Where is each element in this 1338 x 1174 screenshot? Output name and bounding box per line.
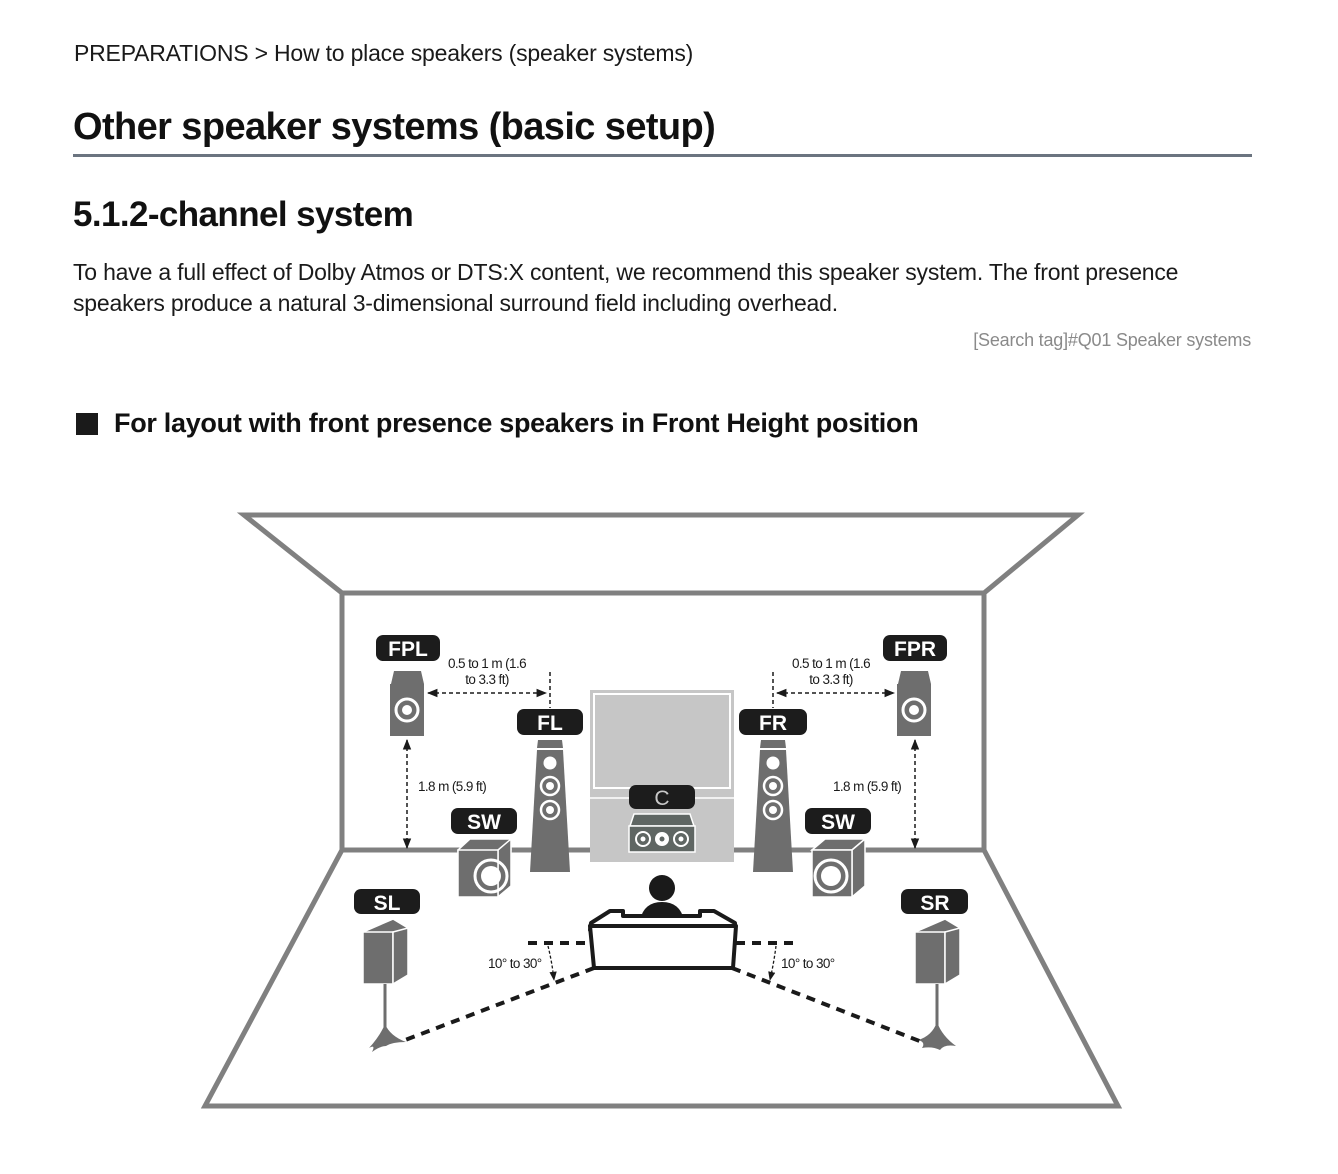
label-c: C xyxy=(629,785,695,810)
sw-left-subwoofer-icon xyxy=(457,837,512,899)
sw-right-subwoofer-icon xyxy=(809,837,868,899)
label-c-text: C xyxy=(654,787,669,810)
label-fl-text: FL xyxy=(537,712,563,735)
speaker-labels: FPL FPR FL FR C SW SW SL xyxy=(354,635,968,915)
subsection-heading: For layout with front presence speakers … xyxy=(76,408,919,439)
search-tag-link[interactable]: [Search tag]#Q01 Speaker systems xyxy=(973,330,1251,350)
label-fr-text: FR xyxy=(759,712,787,735)
label-fpr: FPR xyxy=(883,635,947,661)
label-sr: SR xyxy=(901,889,968,915)
label-sl: SL xyxy=(354,889,420,915)
section-title: 5.1.2-channel system xyxy=(73,195,414,234)
fpr-speaker-icon xyxy=(897,671,931,736)
breadcrumb: PREPARATIONS > How to place speakers (sp… xyxy=(74,40,694,66)
center-speaker-icon xyxy=(628,813,696,853)
fr-tower-speaker-icon xyxy=(753,740,793,872)
label-sr-text: SR xyxy=(920,892,949,915)
description-paragraph: To have a full effect of Dolby Atmos or … xyxy=(73,259,1179,316)
square-bullet-icon xyxy=(76,412,98,435)
label-sw-right-text: SW xyxy=(821,811,855,834)
sl-surround-speaker-icon xyxy=(361,918,410,1052)
height-left-label: 1.8 m (5.9 ft) xyxy=(418,779,486,794)
label-sw-left-text: SW xyxy=(467,811,501,834)
sofa-icon xyxy=(588,909,738,970)
subsection-title: For layout with front presence speakers … xyxy=(114,408,919,438)
label-fpr-text: FPR xyxy=(894,638,936,661)
fl-tower-speaker-icon xyxy=(530,740,570,872)
label-fr: FR xyxy=(739,709,807,735)
fp-distance-right-line2: to 3.3 ft) xyxy=(809,672,853,687)
height-right-label: 1.8 m (5.9 ft) xyxy=(833,779,901,794)
angle-left-label: 10° to 30° xyxy=(488,956,542,971)
label-fpl: FPL xyxy=(376,635,440,661)
sr-surround-speaker-icon xyxy=(913,918,962,1050)
fp-distance-left-line2: to 3.3 ft) xyxy=(465,672,509,687)
listening-angle-lines xyxy=(399,941,923,1044)
label-sw-right: SW xyxy=(805,808,871,834)
label-fpl-text: FPL xyxy=(388,638,428,661)
fp-distance-left-line1: 0.5 to 1 m (1.6 xyxy=(448,656,526,671)
title-divider xyxy=(73,154,1252,157)
angle-right-label: 10° to 30° xyxy=(781,956,835,971)
label-sl-text: SL xyxy=(374,892,401,915)
label-sw-left: SW xyxy=(451,808,517,834)
label-fl: FL xyxy=(517,709,583,735)
page-title: Other speaker systems (basic setup) xyxy=(73,106,716,148)
fpl-speaker-icon xyxy=(390,671,424,736)
room-ceiling xyxy=(236,512,1085,596)
listener-icon xyxy=(640,875,684,920)
distance-arrows xyxy=(402,672,920,850)
fp-distance-right-line1: 0.5 to 1 m (1.6 xyxy=(792,656,870,671)
